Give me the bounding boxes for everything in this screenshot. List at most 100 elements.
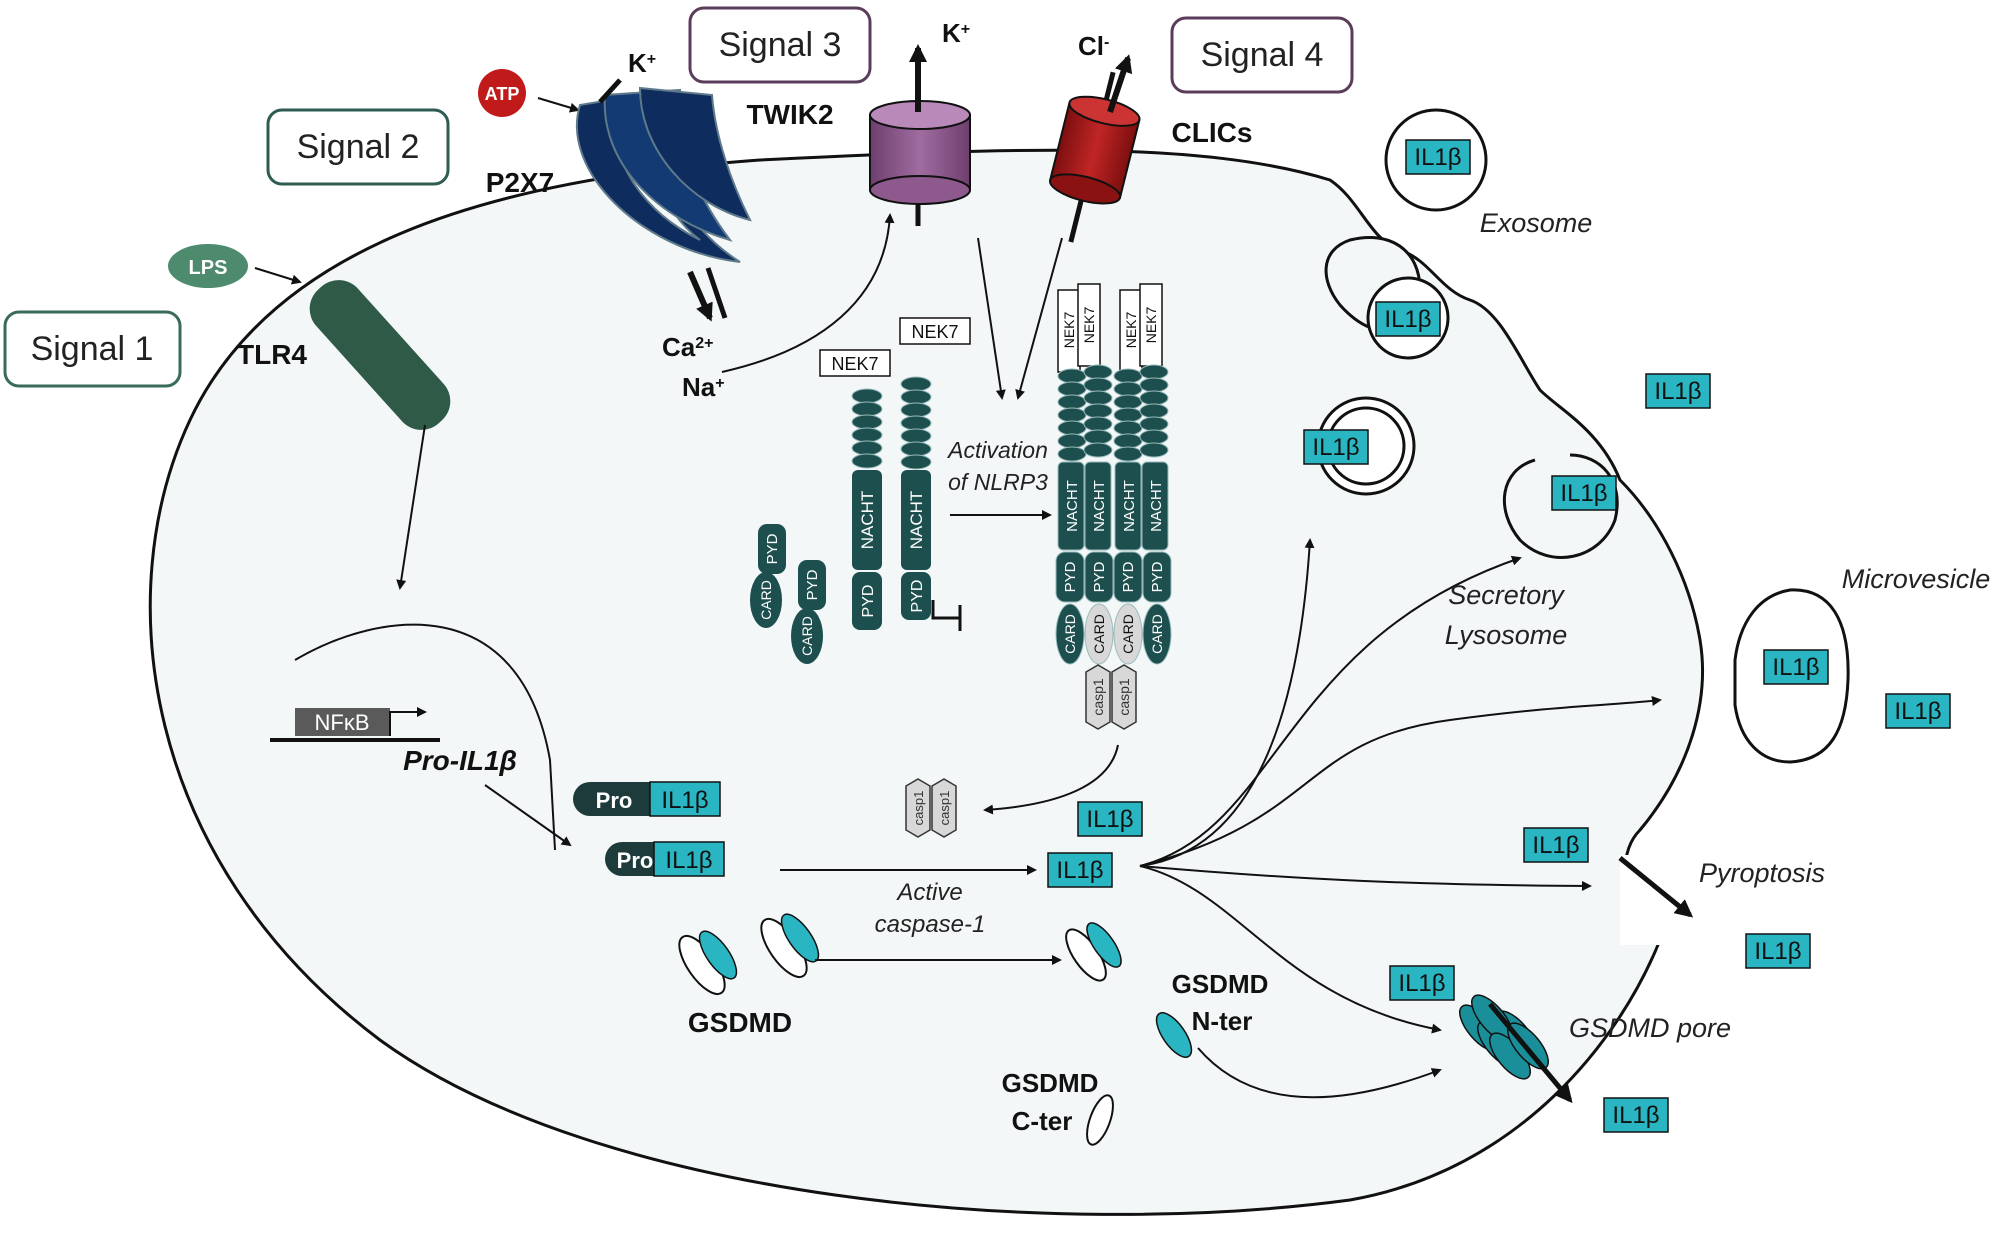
clics-label: CLICs: [1172, 117, 1253, 148]
il1b-pore-outer: IL1β: [1603, 1097, 1669, 1133]
svg-text:CARD: CARD: [1091, 614, 1107, 654]
svg-text:NACHT: NACHT: [1148, 480, 1165, 532]
atp: ATP: [478, 69, 526, 117]
gsdmd-cleaved: [1065, 922, 1122, 982]
svg-text:NACHT: NACHT: [858, 491, 877, 550]
casp1-release-arrow: [983, 744, 1119, 815]
cl-to-nlrp3-arrow: [1015, 237, 1063, 400]
svg-text:IL1β: IL1β: [1056, 857, 1103, 884]
secretory-line1: Secretory: [1448, 580, 1565, 610]
svg-text:NEK7: NEK7: [831, 354, 878, 374]
pyroptosis-arrow: [1618, 856, 1694, 918]
il1b-mvb: IL1β: [1303, 429, 1369, 465]
gsdmd-full: [678, 913, 820, 995]
svg-text:IL1β: IL1β: [1384, 306, 1431, 333]
svg-text:PYD: PYD: [764, 533, 781, 564]
pyroptosis-gap: [1620, 855, 1670, 945]
svg-text:IL1β: IL1β: [661, 787, 708, 814]
svg-text:CARD: CARD: [758, 580, 774, 620]
inactive-nlrp3: NEK7 NEK7 NACHT NACHT PYD PYD PYD CARD P…: [750, 317, 971, 664]
svg-text:NEK7: NEK7: [1061, 312, 1077, 349]
svg-text:Pro: Pro: [596, 788, 633, 813]
svg-text:PYD: PYD: [1062, 561, 1079, 592]
svg-text:PYD: PYD: [909, 580, 926, 613]
twik2-label: TWIK2: [746, 99, 833, 130]
signal1-label: Signal 1: [31, 330, 154, 368]
activation-line1: Activation: [946, 437, 1048, 463]
p2x7-receptor: [575, 86, 752, 263]
p2x7-k-efflux: [598, 78, 622, 104]
tlr4-signal-arrow: [396, 424, 426, 590]
activation-line2: of NLRP3: [948, 469, 1048, 495]
il1b-lysosome: IL1β: [1551, 475, 1617, 511]
svg-text:PYD: PYD: [1120, 561, 1137, 592]
twik2-k-ion: K+: [942, 18, 970, 48]
signal2-box: Signal 2: [266, 108, 450, 186]
svg-text:NACHT: NACHT: [1064, 480, 1081, 532]
nter-to-pore-arrow: [1197, 1047, 1442, 1099]
svg-text:Pro: Pro: [617, 848, 654, 873]
il1b-exosome: IL1β: [1405, 139, 1471, 175]
cation-to-twik2-arrow: [721, 213, 895, 373]
tlr4-receptor: [309, 280, 451, 430]
promoter-arrow: [389, 707, 427, 736]
microvesicle-label: Microvesicle: [1842, 564, 1991, 594]
svg-text:NEK7: NEK7: [1123, 312, 1139, 349]
il1b-released-1: IL1β: [1645, 373, 1711, 409]
cl-ion: Cl-: [1078, 31, 1109, 61]
signal3-box: Signal 3: [688, 6, 872, 84]
svg-text:NACHT: NACHT: [1121, 480, 1138, 532]
translation-arrow: [484, 784, 572, 847]
gsdmd-cter-line1: GSDMD: [1002, 1068, 1099, 1098]
svg-text:IL1β: IL1β: [1612, 1102, 1659, 1129]
il1b-pyroptosis-outer: IL1β: [1745, 933, 1811, 969]
gsdmd-label: GSDMD: [688, 1007, 792, 1038]
svg-text:ATP: ATP: [485, 84, 520, 104]
svg-text:IL1β: IL1β: [1398, 970, 1445, 997]
svg-text:NEK7: NEK7: [911, 322, 958, 342]
signal4-box: Signal 4: [1170, 16, 1354, 94]
gsdmd-cter-fragment: [1086, 1094, 1114, 1146]
active-caspase1: casp1 casp1: [905, 778, 957, 838]
svg-text:IL1β: IL1β: [1312, 434, 1359, 461]
p2x7-label: P2X7: [486, 167, 555, 198]
lps: LPS: [168, 244, 248, 288]
secretion-arrows: [1139, 538, 1662, 1034]
signal1-box: Signal 1: [3, 310, 182, 388]
svg-text:PYD: PYD: [1091, 561, 1108, 592]
clics-channel: [1048, 71, 1141, 243]
svg-text:NACHT: NACHT: [907, 491, 926, 550]
pro-il1b-gene: Pro-IL1β: [403, 745, 517, 776]
ca-ion: Ca2+: [662, 332, 714, 362]
active-caspase-line2: caspase-1: [875, 911, 986, 938]
svg-text:NEK7: NEK7: [1081, 307, 1097, 344]
svg-text:IL1β: IL1β: [1754, 938, 1801, 965]
pro-il1b-protein-2: Pro IL1β: [605, 841, 725, 877]
twik2-channel: [869, 60, 971, 226]
k-to-nlrp3-arrow: [977, 237, 1006, 400]
svg-text:casp1: casp1: [911, 791, 926, 826]
gsdmd-pore-label: GSDMD pore: [1569, 1013, 1731, 1043]
svg-text:IL1β: IL1β: [1654, 378, 1701, 405]
svg-text:IL1β: IL1β: [1772, 654, 1819, 681]
il1b-intracellular: IL1β: [1077, 801, 1143, 837]
pro-il1b-protein-1: Pro IL1β: [573, 781, 721, 817]
active-caspase-line1: Active: [895, 879, 962, 906]
na-ion: Na+: [682, 372, 725, 402]
gsdmd-cter-line2: C-ter: [1012, 1106, 1073, 1136]
svg-text:LPS: LPS: [189, 257, 228, 279]
p2x7-influx: [687, 270, 713, 322]
svg-text:PYD: PYD: [804, 569, 821, 600]
lps-arrow: [254, 267, 302, 285]
signal2-label: Signal 2: [297, 128, 420, 166]
atp-arrow: [537, 97, 580, 113]
svg-text:CARD: CARD: [1120, 614, 1136, 654]
svg-text:CARD: CARD: [1149, 614, 1165, 654]
signal4-label: Signal 4: [1201, 36, 1324, 74]
svg-text:IL1β: IL1β: [1560, 480, 1607, 507]
svg-text:PYD: PYD: [860, 585, 877, 618]
il1b-released-2: IL1β: [1885, 693, 1951, 729]
il1b-pore-inner: IL1β: [1389, 965, 1455, 1001]
